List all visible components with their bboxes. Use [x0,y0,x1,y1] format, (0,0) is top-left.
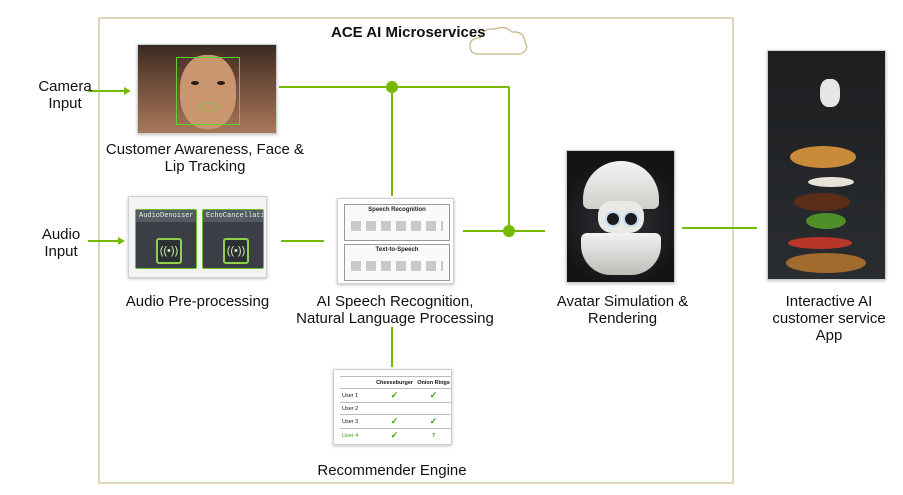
cloud-icon [469,26,528,55]
burger-bun-bottom [786,253,866,273]
robot-eye-right [623,211,639,227]
table-cell [415,402,451,415]
app-label: Interactive AI customer service App [772,293,886,344]
text-to-speech-block: Text-to-Speech [344,244,450,281]
onion-layer [808,177,854,187]
check-icon: ✓ [415,414,451,429]
avatar-pod-small [820,79,840,107]
table-row: User 4 ✓ ? [340,428,451,442]
junction-dot-top [386,81,398,93]
table-header: Cheeseburger [374,376,416,389]
echo-cancellation-panel: EchoCancellation ((•)) [202,209,264,269]
table-row: User 1 ✓ ✓ [340,388,451,403]
row-user-highlighted: User 4 [340,428,374,442]
speaker-icon: ((•)) [223,238,249,264]
camera-arrowhead [124,87,131,95]
tomato-layer [788,237,852,249]
right-eye [217,81,225,85]
table-header-row: Cheeseburger Onion Rings [340,376,451,389]
table-header: Onion Rings [415,376,451,389]
avatar-label: Avatar Simulation & Rendering [556,293,689,327]
text-to-speech-title: Text-to-Speech [375,247,419,253]
table-cell [374,402,416,415]
face-bounding-box [176,57,240,125]
avatar-pod [581,233,661,275]
row-user: User 2 [340,402,374,415]
row-user: User 3 [340,414,374,429]
container-title: ACE AI Microservices [331,24,486,41]
junction-dot-right [503,225,515,237]
row-user: User 1 [340,388,374,403]
recommender-image: Cheeseburger Onion Rings User 1 ✓ ✓ User… [333,369,452,445]
burger-bun-top [790,146,856,168]
robot-head [598,201,644,233]
audio-input-label: Audio Input [41,226,81,260]
audio-arrowhead [118,237,125,245]
table-header [340,376,374,389]
audio-denoiser-title: AudioDenoiser [136,210,196,222]
recommender-label: Recommender Engine [317,462,467,479]
audio-denoiser-panel: AudioDenoiser ((•)) [135,209,197,269]
app-image [767,50,886,280]
check-icon: ✓ [374,428,416,442]
avatar-image [566,150,675,283]
speaker-icon: ((•)) [156,238,182,264]
lettuce-layer [806,213,846,229]
camera-input-label: Camera Input [38,78,92,112]
patty-layer [794,193,850,211]
question-mark: ? [415,428,451,442]
face-shape [180,55,236,129]
face-tracking-label: Customer Awareness, Face & Lip Tracking [105,141,305,175]
speech-recognition-block: Speech Recognition [344,204,450,241]
audio-preprocessing-label: Audio Pre-processing [125,293,270,310]
robot-eye-left [605,211,621,227]
table-row: User 2 [340,402,451,415]
speech-recognition-flow [351,221,443,231]
lip-landmarks [198,103,220,111]
table-row: User 3 ✓ ✓ [340,414,451,429]
check-icon: ✓ [374,388,416,403]
check-icon: ✓ [415,388,451,403]
speech-recognition-title: Speech Recognition [368,207,426,213]
microservices-container-border [98,17,734,484]
recommender-table: Cheeseburger Onion Rings User 1 ✓ ✓ User… [340,376,451,442]
check-icon: ✓ [374,414,416,429]
echo-cancellation-title: EchoCancellation [203,210,263,222]
audio-preprocessing-image: AudioDenoiser ((•)) EchoCancellation ((•… [128,196,267,278]
face-tracking-image [137,44,277,134]
speech-label: AI Speech Recognition, Natural Language … [296,293,494,327]
left-eye [191,81,199,85]
text-to-speech-flow [351,261,443,271]
speech-image: Speech Recognition Text-to-Speech [337,198,454,284]
